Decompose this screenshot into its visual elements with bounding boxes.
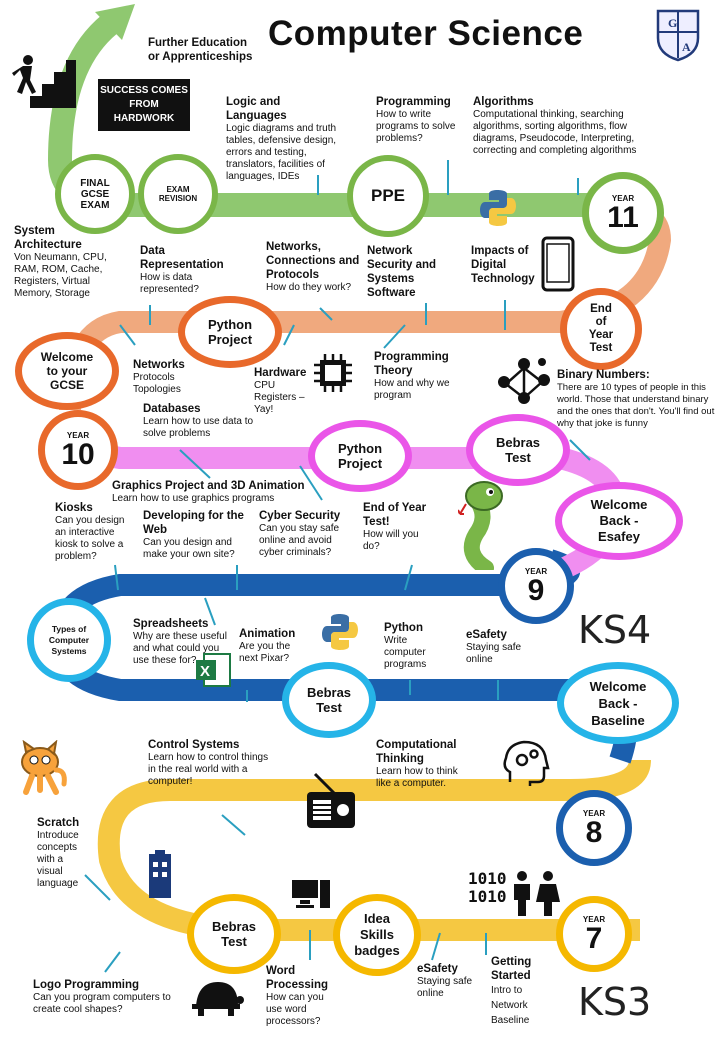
svg-text:X: X — [200, 663, 210, 680]
svg-text:G: G — [668, 16, 677, 30]
computer-icon — [290, 878, 332, 917]
end-year-test-topic: End of Year Test!How will you do? — [363, 502, 427, 552]
excel-icon: X — [194, 652, 232, 693]
python-logo-icon — [320, 612, 360, 657]
cpu-chip-icon — [312, 352, 354, 399]
ks3-label: KS3 — [578, 980, 652, 1024]
python-logo-icon — [478, 188, 518, 233]
ks4-label: KS4 — [578, 608, 652, 652]
svg-text:A: A — [682, 40, 691, 54]
ppe-badge: PPE — [347, 155, 429, 237]
stairs-climber-icon — [10, 52, 76, 113]
network-people-icon — [494, 354, 554, 415]
brain-gears-icon — [500, 738, 550, 793]
impacts-topic: Impacts of Digital Technology — [471, 245, 535, 285]
phone-icon — [541, 236, 575, 297]
radio-icon — [305, 770, 357, 847]
tardis-icon — [145, 850, 175, 905]
page-title: Computer Science — [268, 14, 584, 53]
network-security-topic: Network Security and Systems Software — [367, 245, 437, 299]
snake-icon — [457, 474, 520, 576]
turtle-icon — [188, 978, 244, 1023]
scratch-cat-icon — [10, 739, 68, 803]
binary-numbers-topic: Binary Numbers:There are 10 types of peo… — [557, 369, 715, 429]
